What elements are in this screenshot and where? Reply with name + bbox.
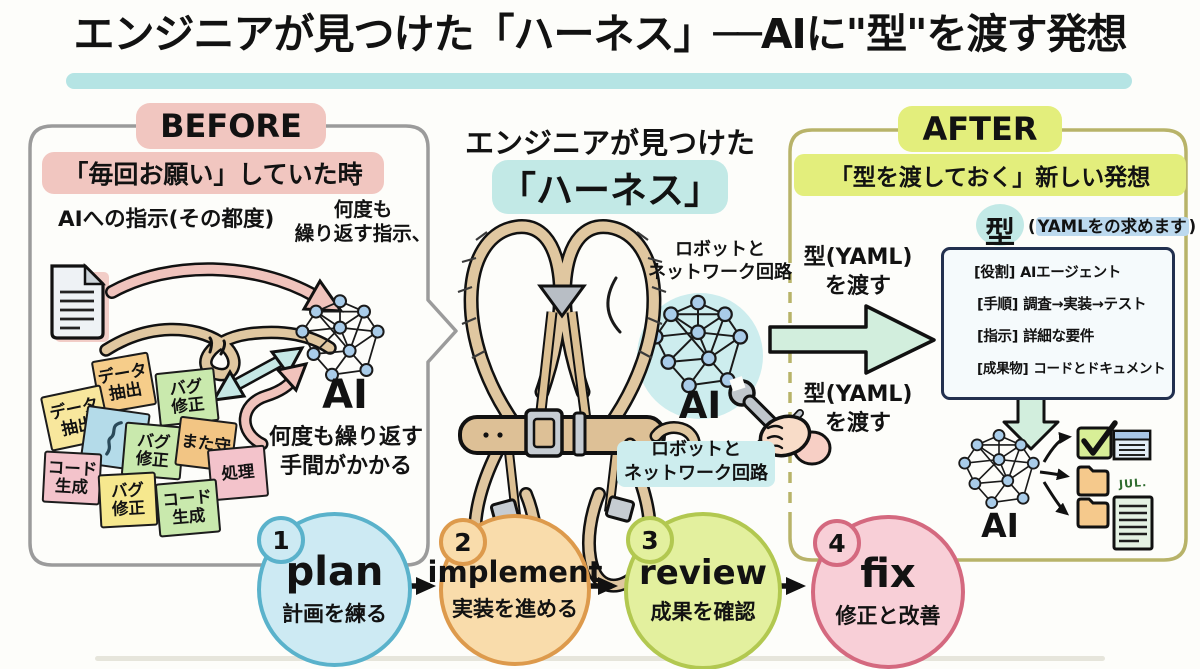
after-subtitle: 「型を渡しておく」新しい発想 (794, 154, 1186, 196)
after-panel-border (788, 128, 1188, 562)
step-number-badge: 4 (813, 519, 861, 567)
yaml-row: [手順]調査→実装→テスト (977, 293, 1146, 314)
checkbox-icon (1076, 420, 1118, 460)
ai-label-before: AI (322, 372, 368, 418)
yaml-row: [役割]AIエージェント (974, 261, 1121, 282)
yaml-tag: [成果物] (977, 361, 1029, 377)
kata-label: 型 (985, 216, 1015, 251)
output-arrows (1039, 431, 1072, 516)
step-review: 3 review 成果を確認 (624, 512, 782, 669)
label-pointer-line (606, 276, 622, 334)
scribble (105, 420, 123, 456)
robot-label-bottom-highlight (617, 441, 775, 487)
browser-window-icon (1112, 429, 1152, 461)
folder-icon (1076, 465, 1110, 497)
center-heading: エンジニアが見つけた (464, 126, 755, 160)
sticky-note: バグ 修正 (97, 471, 159, 529)
before-subtitle: 「毎回お願い」していた時 (42, 152, 384, 194)
yaml-box (941, 247, 1175, 400)
yaml-value: 調査→実装→テスト (1023, 297, 1147, 313)
ai-label-center: AI (678, 384, 722, 427)
yaml-row: [成果物]コードとドキュメント (977, 357, 1166, 377)
transfer-label-top: 型(YAML) を渡す (803, 245, 913, 299)
kata-note-open: ( (1028, 217, 1036, 236)
step-number-badge: 2 (439, 518, 487, 566)
yaml-tag: [手順] (977, 297, 1019, 313)
sticky-note-scribble (79, 404, 151, 473)
before-panel-border (28, 124, 458, 567)
green-arrow-down (1002, 395, 1060, 451)
kata-note-text: YAMLをの求めます (1035, 217, 1189, 236)
harness-plate (537, 284, 587, 319)
harness-title: 「ハーネス」 (492, 160, 728, 214)
title-underline (66, 73, 1132, 89)
step-ja-label: 修正と改善 (835, 604, 941, 628)
step-ja-label: 実装を進める (452, 596, 578, 621)
instruction-label: AIへの指示(その都度) (58, 207, 275, 232)
ai-label-after: AI (981, 506, 1019, 545)
after-badge: AFTER (898, 106, 1062, 152)
transfer-label-bottom: 型(YAML) を渡す (803, 382, 913, 436)
motion-marks (208, 336, 227, 356)
step-en-label: fix (860, 551, 916, 597)
page-title: エンジニアが見つけた「ハーネス」──AIに"型"を渡す発想 (73, 10, 1127, 58)
yaml-tag: [指示] (977, 329, 1019, 345)
repeat-note: 何度も 繰り返す指示、 (294, 198, 432, 246)
step-number-badge: 3 (626, 516, 674, 564)
folder-icon-2 (1076, 497, 1110, 529)
effort-note: 何度も繰り返す 手間がかかる (268, 425, 423, 479)
step-ja-label: 計画を練る (282, 601, 387, 626)
yaml-value: AIエージェント (1020, 265, 1121, 281)
bottom-shadow (95, 656, 1105, 661)
step-ja-label: 成果を確認 (650, 600, 756, 624)
step-implement: 2 implement 実装を進める (428, 514, 602, 666)
sticky-note: コード 生成 (154, 478, 222, 538)
step-fix: 4 fix 修正と改善 (811, 515, 965, 669)
step-number-badge: 1 (257, 516, 305, 564)
kata-highlight (976, 204, 1024, 246)
yaml-value: コードとドキュメント (1033, 361, 1166, 377)
green-arrow-right (768, 304, 936, 375)
document-icon (50, 262, 109, 342)
kata-note-close: ) (1188, 217, 1197, 236)
yaml-row: [指示]詳細な要件 (977, 325, 1094, 346)
document-lines-icon (1112, 495, 1154, 551)
kata-note: (YAMLをの求めます) (1028, 213, 1196, 237)
before-badge: BEFORE (136, 103, 326, 149)
robot-label-top: ロボットと ネットワーク回路 (648, 239, 792, 284)
step-en-label: plan (285, 548, 384, 595)
step-plan: 1 plan 計画を練る (257, 512, 412, 667)
doc-scribble-text: JUL. (1118, 476, 1148, 491)
yaml-value: 詳細な要件 (1023, 329, 1095, 345)
robot-label-bottom: ロボットと ネットワーク回路 (624, 439, 768, 485)
sticky-note: コード 生成 (41, 450, 103, 506)
yaml-tag: [役割] (974, 265, 1016, 281)
